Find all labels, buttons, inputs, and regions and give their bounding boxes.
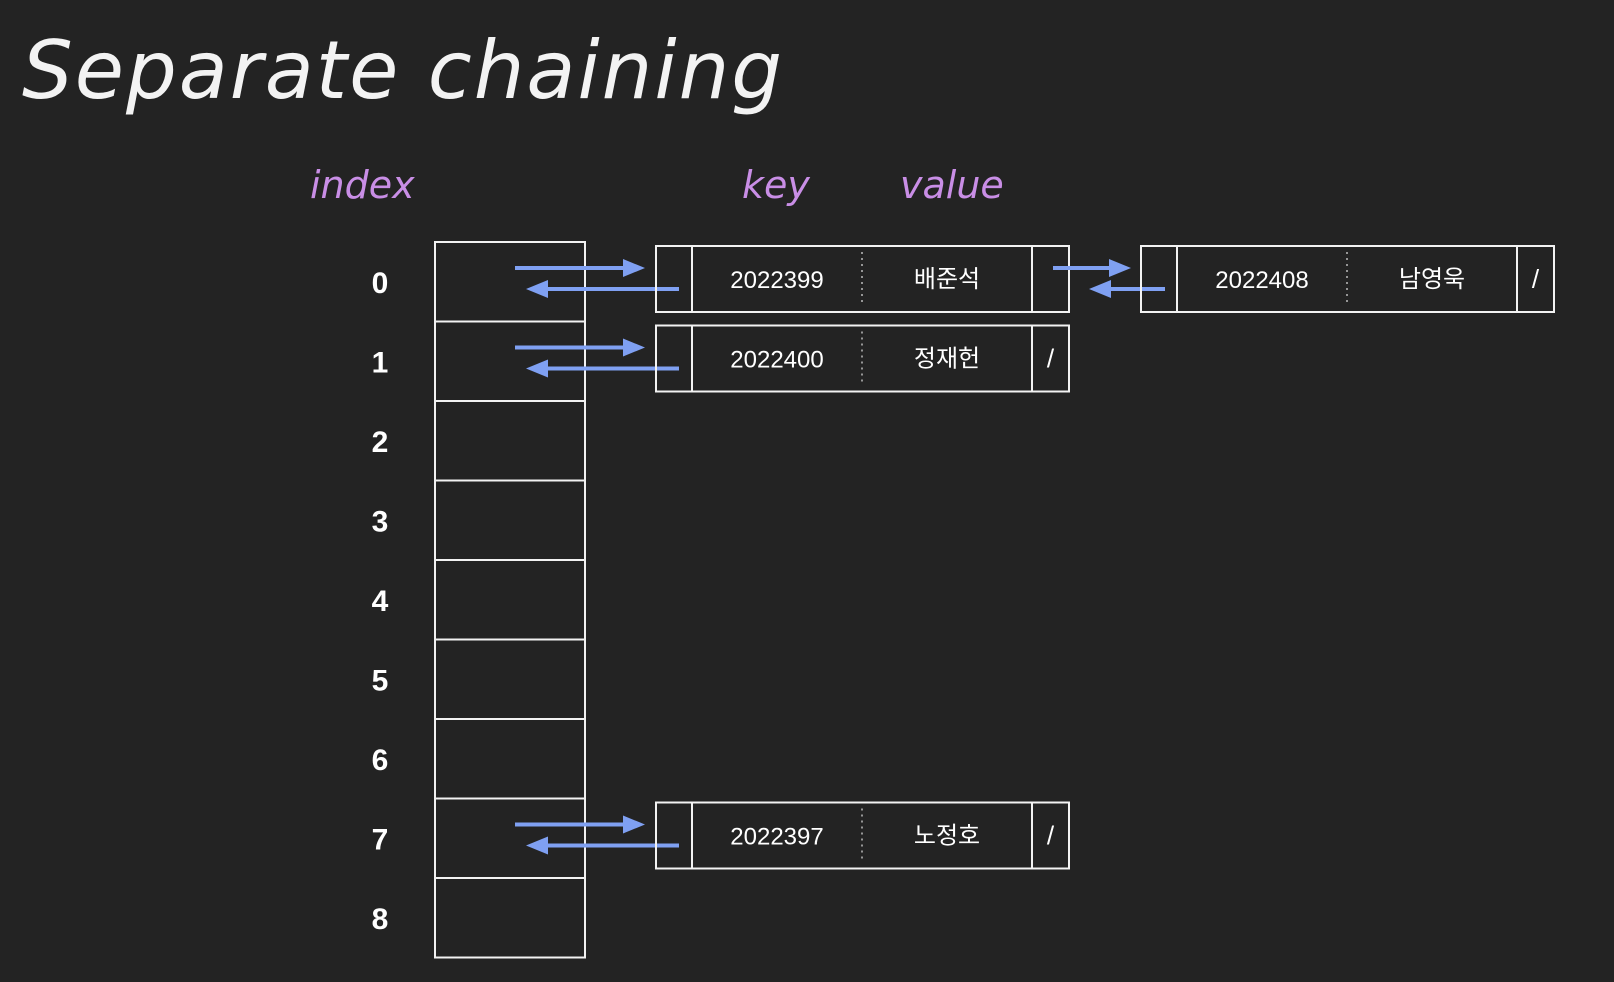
next-pointer-arrow (515, 259, 645, 277)
node-value: 배준석 (914, 266, 980, 293)
list-node: 2022408 남영욱 / (1140, 245, 1555, 313)
chains: 2022399 배준석 2022408 남영욱 / 2022400 정재헌 / 2022397 노… (515, 245, 1555, 870)
bucket-index-label: 8 (372, 903, 389, 936)
node-next-pointer-cell (1031, 324, 1070, 393)
bucket-index-label: 1 (372, 346, 389, 379)
node-value: 남영욱 (1399, 266, 1465, 293)
node-value: 노정호 (914, 823, 980, 850)
null-pointer-marker: / (1532, 264, 1540, 294)
arrow-head (526, 359, 548, 378)
arrow-head (526, 836, 548, 855)
arrow-head (623, 338, 645, 357)
bucket-index-label: 2 (372, 426, 389, 459)
key-header: key (742, 163, 810, 207)
page-title: Separate chaining (22, 24, 784, 117)
chain-bucket-7: 2022397 노정호 / (515, 801, 1070, 870)
node-key: 2022408 (1215, 267, 1308, 294)
arrow-head (623, 815, 645, 834)
arrow-head (623, 259, 645, 277)
bucket-index-label: 4 (372, 585, 389, 618)
value-header: value (900, 163, 1004, 207)
node-key: 2022397 (730, 824, 823, 851)
node-value: 정재헌 (914, 346, 980, 373)
bucket-index-label: 5 (372, 664, 389, 697)
bucket-index-label: 7 (372, 823, 389, 856)
null-pointer-marker: / (1047, 344, 1055, 374)
index-header: index (310, 163, 415, 207)
list-node: 2022397 노정호 / (655, 801, 1070, 870)
hash-table: 0 1 2 3 4 5 6 7 8 (372, 241, 586, 959)
bucket-index-label: 6 (372, 744, 389, 777)
bucket-index-label: 0 (372, 267, 389, 300)
arrow-head (1109, 259, 1131, 277)
next-pointer-arrow (1053, 259, 1131, 277)
chain-bucket-1: 2022400 정재헌 / (515, 324, 1070, 393)
node-next-pointer-cell (1516, 245, 1555, 313)
node-key: 2022400 (730, 347, 823, 374)
next-pointer-arrow (515, 338, 645, 357)
node-key: 2022399 (730, 267, 823, 294)
list-node: 2022400 정재헌 / (655, 324, 1070, 393)
next-pointer-arrow (515, 815, 645, 834)
arrow-head (1089, 280, 1111, 298)
prev-pointer-arrow (1089, 280, 1165, 298)
chain-bucket-0: 2022399 배준석 2022408 남영욱 / (515, 245, 1555, 313)
list-node: 2022399 배준석 (655, 245, 1070, 313)
node-next-pointer-cell (1031, 245, 1070, 313)
null-pointer-marker: / (1047, 821, 1055, 851)
bucket-cell (434, 877, 586, 959)
arrow-head (526, 280, 548, 298)
bucket-index-label: 3 (372, 505, 389, 538)
node-next-pointer-cell (1031, 801, 1070, 870)
